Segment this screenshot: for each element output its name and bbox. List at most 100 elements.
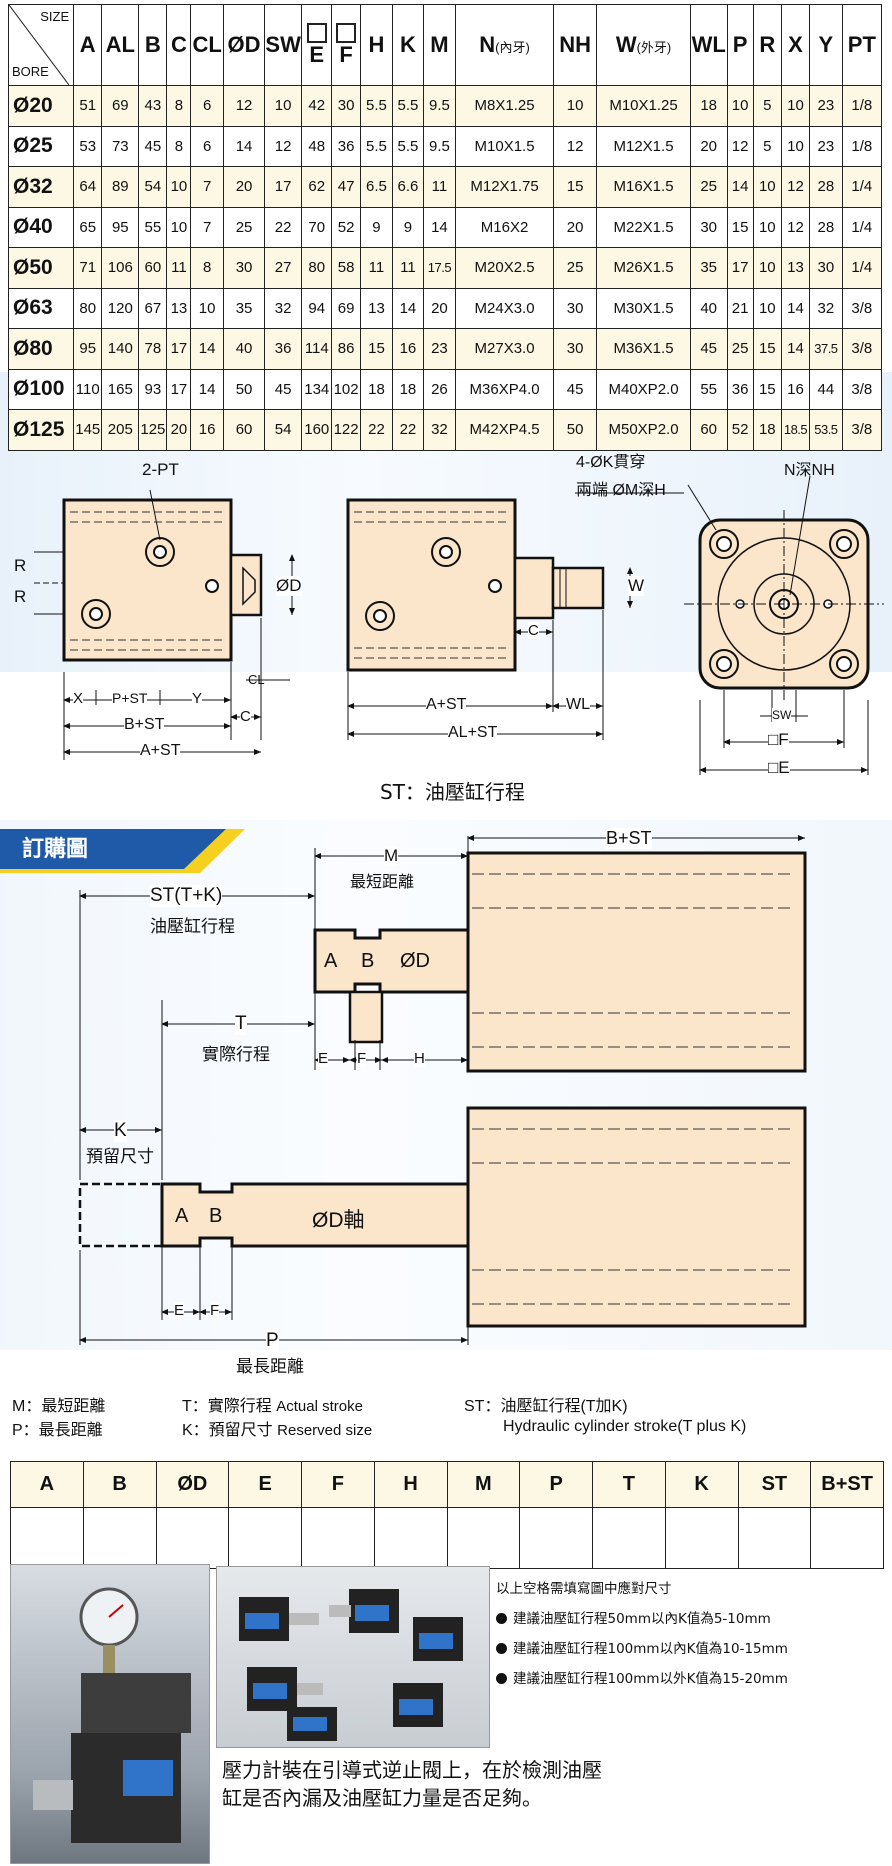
spec-cell: 9 xyxy=(359,206,394,248)
spec-cell: M12X1.5 xyxy=(596,125,691,167)
spec-cell: 8 xyxy=(166,85,192,127)
order-col-header: T xyxy=(592,1461,666,1508)
order-input-cell[interactable] xyxy=(519,1507,593,1569)
spec-cell: 17 xyxy=(166,328,192,370)
bore-cell: Ø32 xyxy=(7,166,75,208)
spec-cell: 13 xyxy=(780,247,811,289)
spec-cell: 18 xyxy=(689,85,728,127)
spec-cell: 102 xyxy=(331,368,361,410)
w-note: (外牙) xyxy=(636,40,672,55)
spec-cell: 52 xyxy=(726,409,754,451)
r-label-2: R xyxy=(14,587,27,606)
spec-cell: 64 xyxy=(73,166,103,208)
spec-cell: 70 xyxy=(301,206,333,248)
h-order-label: H xyxy=(414,1050,425,1067)
spec-cell: 12 xyxy=(726,125,754,167)
f-label: □F xyxy=(768,730,789,750)
bore-cell: Ø50 xyxy=(7,247,75,289)
spec-cell: 5.5 xyxy=(359,125,394,167)
product-photo-group xyxy=(216,1566,490,1748)
spec-cell: 95 xyxy=(101,206,140,248)
order-input-cell[interactable] xyxy=(82,1507,157,1569)
order-input-cell[interactable] xyxy=(301,1507,375,1569)
spec-cell: 23 xyxy=(422,328,457,370)
od-label: ØD xyxy=(276,576,302,596)
order-input-cell[interactable] xyxy=(155,1507,230,1569)
spec-cell: 45 xyxy=(552,368,598,410)
order-col-header: ST xyxy=(737,1461,812,1508)
spec-col-k: K xyxy=(392,4,424,86)
spec-cell: 20 xyxy=(689,125,728,167)
spec-cell: 28 xyxy=(809,166,843,208)
legend-k-text: K：預留尺寸 xyxy=(182,1422,273,1439)
order-drawing xyxy=(78,835,807,1345)
spec-col-a: A xyxy=(73,4,103,86)
spec-cell: 60 xyxy=(222,409,266,451)
spec-cell: 17 xyxy=(166,368,192,410)
spec-cell: 110 xyxy=(73,368,103,410)
spec-cell: 17 xyxy=(726,247,754,289)
spec-cell: 140 xyxy=(101,328,140,370)
spec-cell: 32 xyxy=(809,287,843,329)
n-note: (內牙) xyxy=(495,40,530,55)
st-tk-desc: 油壓缸行程 xyxy=(150,917,235,937)
spec-cell: 8 xyxy=(190,247,224,289)
product-photo-gauge xyxy=(10,1564,210,1864)
spec-cell: 20 xyxy=(222,166,266,208)
spec-cell: 73 xyxy=(101,125,140,167)
bore-cell: Ø80 xyxy=(7,328,75,370)
order-input-cell[interactable] xyxy=(592,1507,666,1569)
spec-cell: 205 xyxy=(101,409,140,451)
spec-cell: 20 xyxy=(166,409,192,451)
spec-cell: 89 xyxy=(101,166,140,208)
spec-cell: 25 xyxy=(689,166,728,208)
spec-cell: 52 xyxy=(331,206,361,248)
spec-cell: 10 xyxy=(552,85,598,127)
order-input-row xyxy=(10,1507,884,1569)
order-input-cell[interactable] xyxy=(228,1507,302,1569)
order-input-cell[interactable] xyxy=(664,1507,739,1569)
note-text: 建議油壓缸行程100mm以內K值為10-15mm xyxy=(513,1641,788,1657)
spec-cell: 53.5 xyxy=(809,409,843,451)
spec-cell: 13 xyxy=(166,287,192,329)
rod-a-bottom: A xyxy=(175,1205,189,1227)
spec-cell: 36 xyxy=(726,368,754,410)
spec-cell: 80 xyxy=(73,287,103,329)
spec-cell: M12X1.75 xyxy=(455,166,554,208)
order-col-header: P xyxy=(519,1461,593,1508)
spec-cell: 48 xyxy=(301,125,333,167)
order-input-cell[interactable] xyxy=(737,1507,812,1569)
spec-cell: 71 xyxy=(73,247,103,289)
order-input-cell[interactable] xyxy=(10,1507,84,1569)
st-caption: ST：油壓缸行程 xyxy=(380,780,525,804)
spec-cell: 15 xyxy=(359,328,394,370)
order-input-cell[interactable] xyxy=(446,1507,521,1569)
rod-d-shaft: ØD軸 xyxy=(312,1209,365,1232)
spec-cell: 7 xyxy=(190,166,224,208)
spec-cell: 11 xyxy=(392,247,424,289)
ast-label-mid: A+ST xyxy=(426,696,467,714)
spec-cell: 14 xyxy=(780,328,811,370)
spec-cell: 55 xyxy=(138,206,168,248)
spec-cell: 1/8 xyxy=(841,85,883,127)
spec-cell: 160 xyxy=(301,409,333,451)
order-input-cell[interactable] xyxy=(810,1507,884,1569)
spec-cell: 14 xyxy=(190,368,224,410)
bore-cell: Ø100 xyxy=(7,368,75,410)
c-label: C xyxy=(240,708,251,725)
spec-cell: 35 xyxy=(689,247,728,289)
front-view xyxy=(575,475,884,775)
spec-col-nh: NH xyxy=(552,4,598,86)
order-col-header: K xyxy=(664,1461,739,1508)
bst-order-label: B+ST xyxy=(606,828,652,849)
spec-cell: 30 xyxy=(689,206,728,248)
pt-label: 2-PT xyxy=(142,460,179,479)
rod-d-top: ØD xyxy=(400,950,430,972)
spec-cell: 10 xyxy=(752,166,782,208)
order-input-cell[interactable] xyxy=(373,1507,448,1569)
